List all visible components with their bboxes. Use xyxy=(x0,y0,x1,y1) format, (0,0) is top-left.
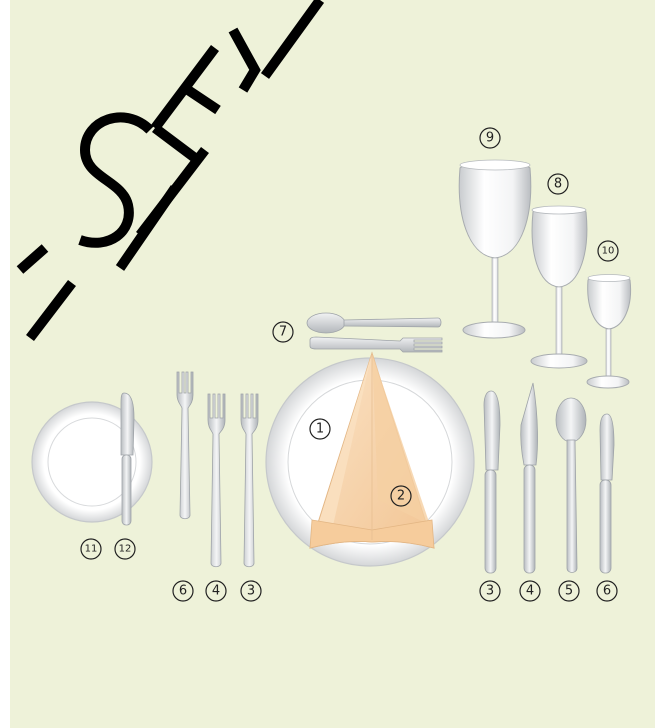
knife-6 xyxy=(600,414,614,573)
glass-10 xyxy=(587,275,631,389)
fork-3 xyxy=(241,394,258,567)
label-knife-3: 3 xyxy=(486,584,494,599)
label-spoon-5: 5 xyxy=(565,584,573,599)
label-knife-4: 4 xyxy=(526,584,534,599)
fork-6 xyxy=(177,372,193,519)
dessert-spoon xyxy=(307,313,441,333)
label-fork-4: 4 xyxy=(212,584,220,599)
label-fork-3: 3 xyxy=(247,584,255,599)
fork-4 xyxy=(208,394,225,567)
glass-8 xyxy=(531,206,587,368)
label-glass-10: 10 xyxy=(602,246,615,257)
label-bread-plate-11: 11 xyxy=(85,544,98,555)
label-glass-9: 9 xyxy=(486,131,494,146)
label-glass-8: 8 xyxy=(554,177,562,192)
knife-3 xyxy=(484,391,500,573)
spoon-5 xyxy=(556,398,586,573)
watermark xyxy=(20,0,320,338)
knife-4 xyxy=(521,383,538,573)
label-napkin-fold-2: 2 xyxy=(397,489,405,504)
label-dessert-set-7: 7 xyxy=(279,325,287,340)
label-fork-6: 6 xyxy=(179,584,187,599)
label-knife-6: 6 xyxy=(603,584,611,599)
glass-9 xyxy=(459,160,531,338)
label-butter-knife-12: 12 xyxy=(119,544,132,555)
dessert-fork xyxy=(310,337,442,352)
label-napkin-fold-1: 1 xyxy=(316,422,324,437)
